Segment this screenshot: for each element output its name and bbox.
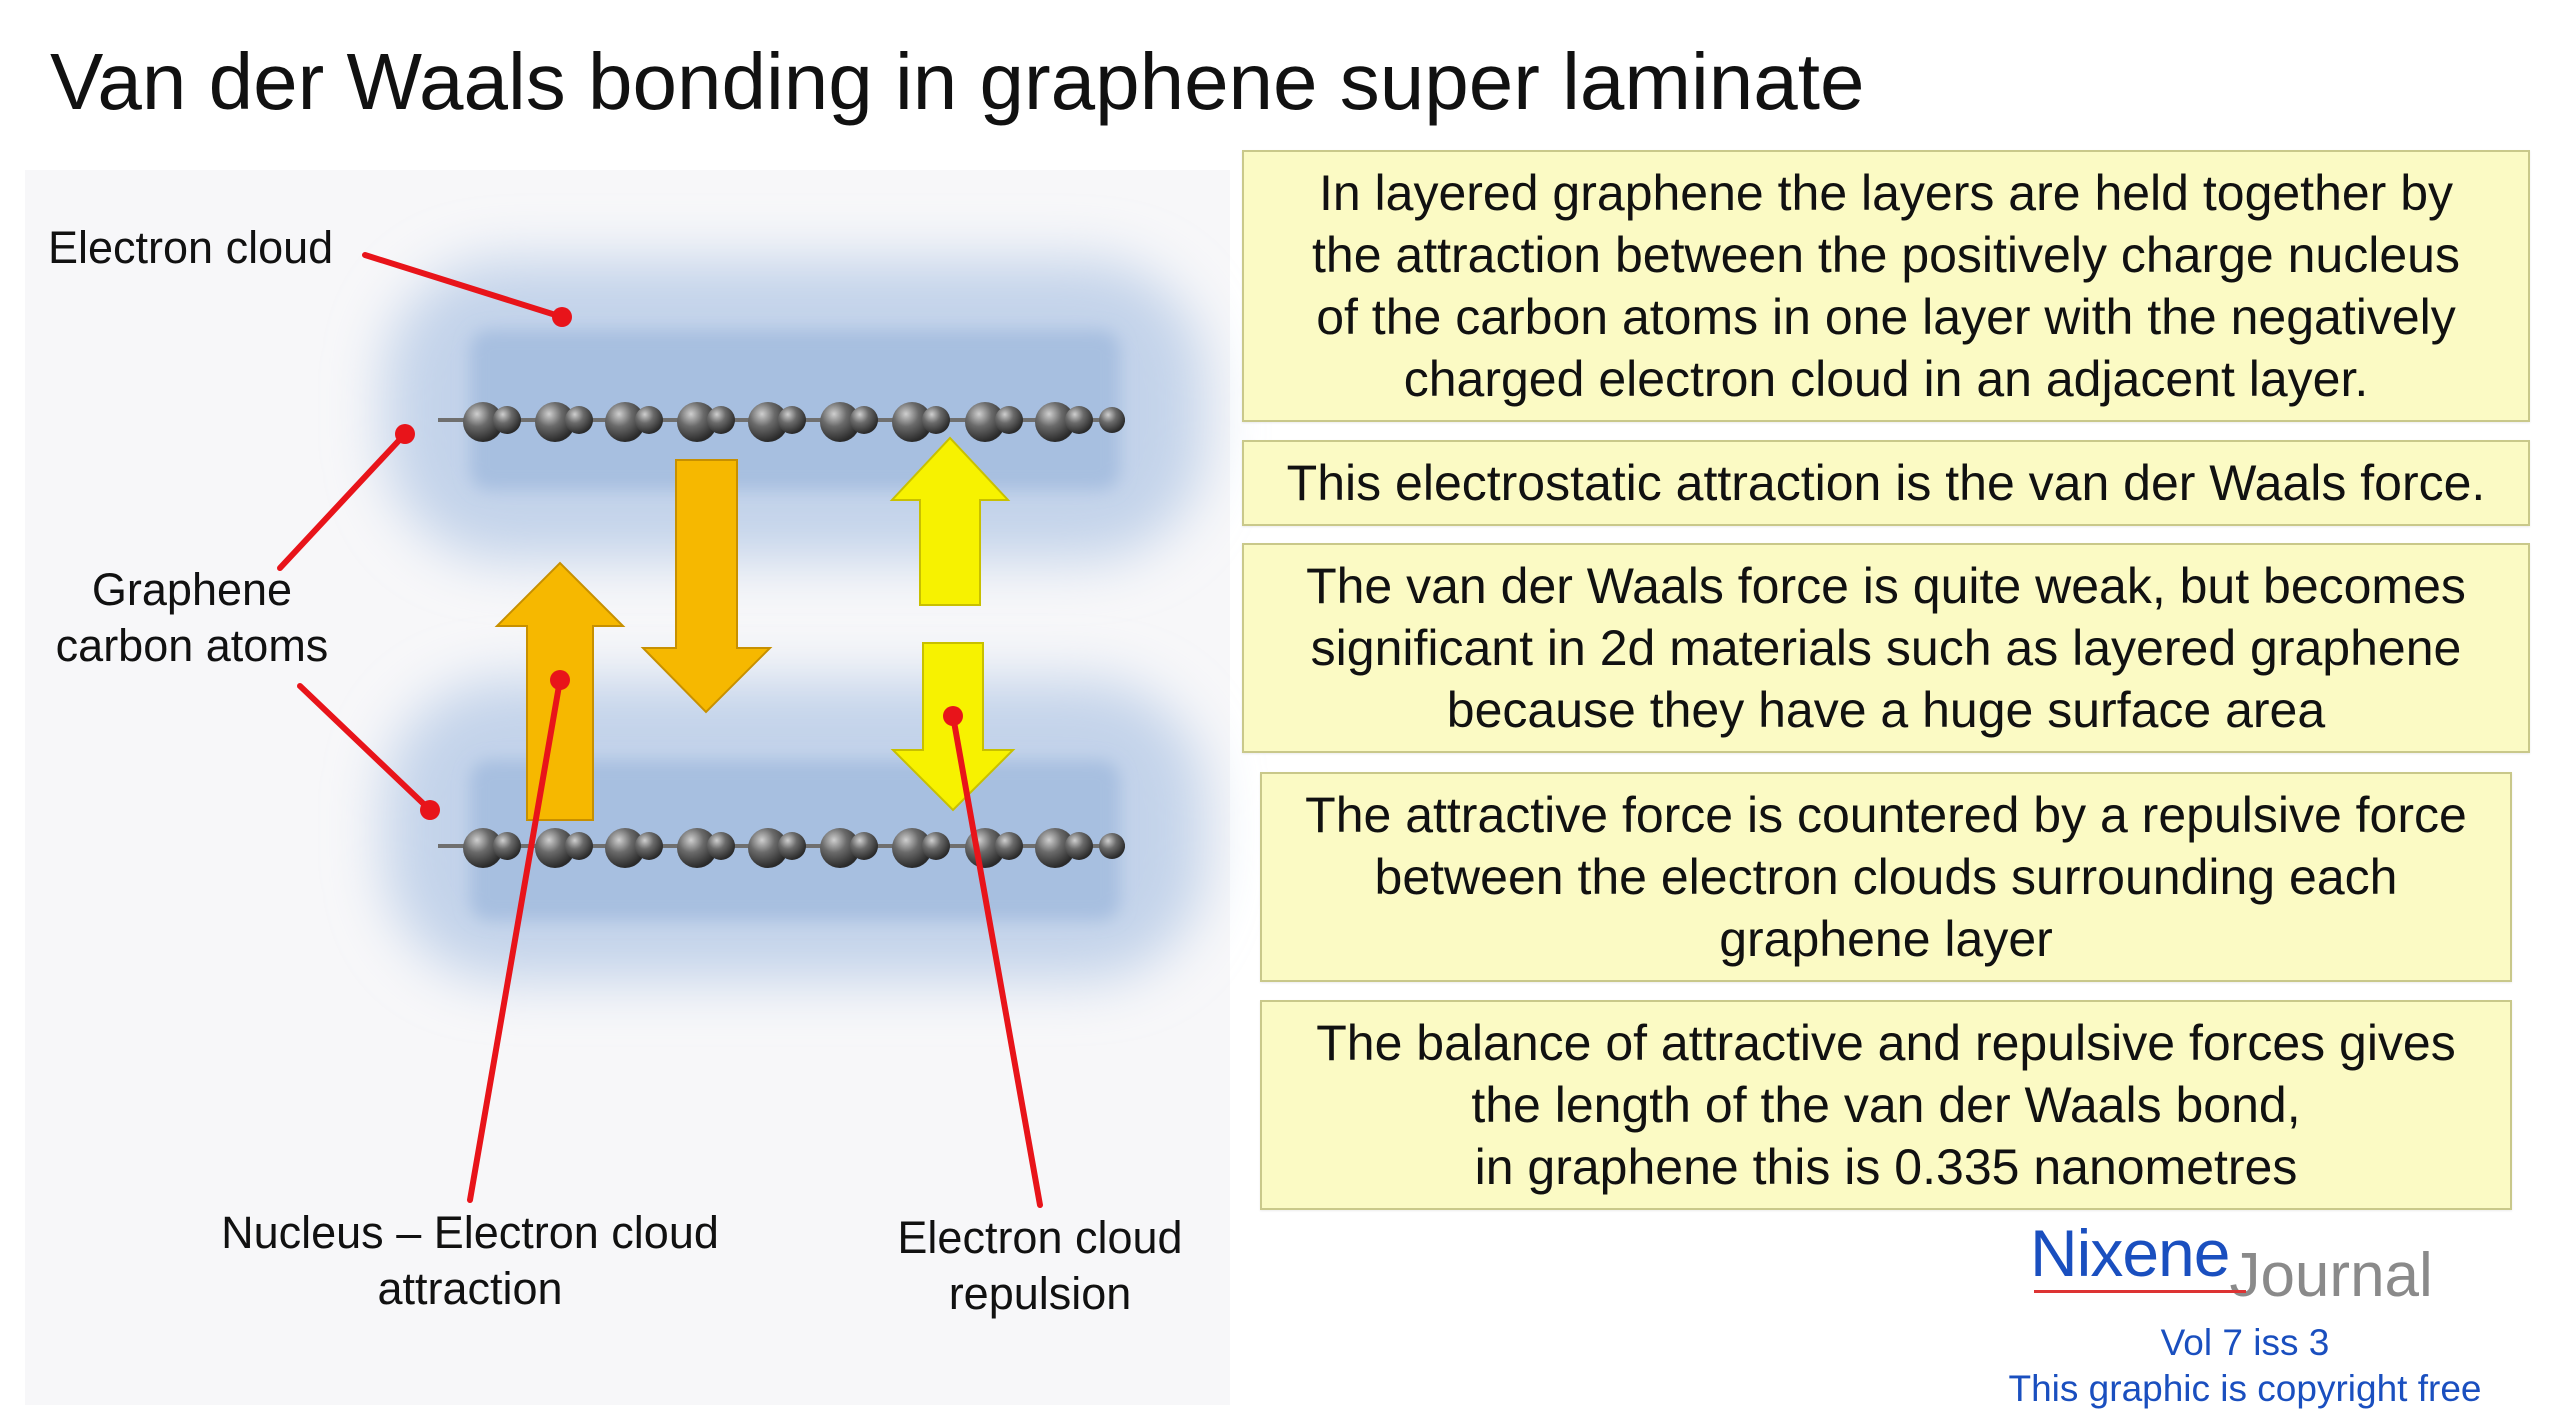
carbon-atom — [677, 828, 717, 868]
carbon-atom — [535, 402, 575, 442]
carbon-atom — [707, 832, 735, 860]
carbon-atom — [707, 406, 735, 434]
graphene-layer-top — [438, 402, 1125, 442]
info-box-5: The balance of attractive and repulsive … — [1260, 1000, 2512, 1210]
carbon-atom — [850, 832, 878, 860]
carbon-atom — [565, 832, 593, 860]
pointer-dot-graphene-top — [395, 424, 415, 444]
info-box-1-line: charged electron cloud in an adjacent la… — [1403, 351, 2369, 407]
info-box-2: This electrostatic attraction is the van… — [1242, 440, 2530, 526]
label-nucleus-line1: Nucleus – Electron cloud — [221, 1207, 719, 1258]
label-repulsion-line1: Electron cloud — [897, 1212, 1183, 1263]
carbon-atom — [463, 828, 503, 868]
pointer-dot-nucleus — [550, 670, 570, 690]
carbon-atom — [995, 832, 1023, 860]
carbon-atom — [535, 828, 575, 868]
brand-logo: NixeneJournal — [2030, 1215, 2433, 1310]
carbon-atom — [1035, 402, 1075, 442]
carbon-atom — [820, 402, 860, 442]
carbon-atom — [565, 406, 593, 434]
carbon-atom — [1065, 406, 1093, 434]
info-box-3-line: significant in 2d materials such as laye… — [1310, 620, 2462, 676]
copyright-note: This graphic is copyright free — [2008, 1368, 2482, 1409]
carbon-atom — [922, 832, 950, 860]
carbon-atom — [995, 406, 1023, 434]
label-electron-cloud: Electron cloud — [48, 222, 334, 273]
info-box-5-line: the length of the van der Waals bond, — [1471, 1077, 2301, 1133]
carbon-atom — [493, 406, 521, 434]
info-box-1-line: of the carbon atoms in one layer with th… — [1316, 289, 2456, 345]
label-nucleus-attraction: Nucleus – Electron cloud attraction — [200, 1205, 740, 1317]
label-graphene-line2: carbon atoms — [55, 620, 329, 671]
carbon-atom — [820, 828, 860, 868]
info-box-4-line: graphene layer — [1719, 911, 2053, 967]
info-box-3-line: because they have a huge surface area — [1446, 682, 2326, 738]
carbon-atom — [922, 406, 950, 434]
carbon-atom — [493, 832, 521, 860]
electron-cloud-bottom — [385, 680, 1205, 980]
info-box-1-line: the attraction between the positively ch… — [1312, 227, 2460, 283]
info-box-5-line: The balance of attractive and repulsive … — [1316, 1015, 2456, 1071]
carbon-atom — [965, 402, 1005, 442]
info-box-4-line: The attractive force is countered by a r… — [1305, 787, 2467, 843]
carbon-atom — [778, 406, 806, 434]
carbon-atom — [850, 406, 878, 434]
info-box-1: In layered graphene the layers are held … — [1242, 150, 2530, 422]
pointer-electron-cloud — [362, 252, 565, 320]
label-graphene-line1: Graphene — [91, 564, 293, 615]
carbon-atom — [463, 402, 503, 442]
brand-journal: Journal — [2229, 1241, 2433, 1310]
carbon-atom — [635, 406, 663, 434]
repulsion-arrow-up — [889, 436, 1011, 606]
carbon-atom — [748, 828, 788, 868]
info-box-4-line: between the electron clouds surrounding … — [1374, 849, 2398, 905]
pointer-dot-graphene-bottom — [420, 800, 440, 820]
pointer-graphene-bottom — [297, 683, 433, 813]
label-nucleus-line2: attraction — [377, 1263, 563, 1314]
pointer-nucleus-attraction — [467, 677, 563, 1203]
pointer-dot-cloud — [552, 307, 572, 327]
volume-info: Vol 7 iss 3 — [2160, 1322, 2330, 1363]
carbon-atom — [748, 402, 788, 442]
brand-underline — [2034, 1290, 2246, 1293]
carbon-atom — [892, 828, 932, 868]
info-box-4: The attractive force is countered by a r… — [1260, 772, 2512, 982]
carbon-atom — [677, 402, 717, 442]
label-repulsion-line2: repulsion — [948, 1268, 1132, 1319]
label-electron-repulsion: Electron cloud repulsion — [880, 1210, 1200, 1322]
page-title: Van der Waals bonding in graphene super … — [50, 37, 1865, 126]
attraction-arrow-down — [640, 459, 773, 714]
pointer-repulsion — [950, 713, 1043, 1208]
carbon-atom — [605, 828, 645, 868]
brand-name: Nixene — [2030, 1216, 2230, 1290]
pointer-dot-repulsion — [943, 706, 963, 726]
info-box-2-line: This electrostatic attraction is the van… — [1286, 455, 2486, 511]
carbon-atom — [1099, 407, 1125, 433]
carbon-atom — [1065, 832, 1093, 860]
carbon-atom — [1035, 828, 1075, 868]
pointer-graphene-top — [277, 431, 408, 571]
label-graphene-atoms: Graphene carbon atoms — [52, 562, 332, 674]
carbon-atom — [1099, 833, 1125, 859]
info-box-3-line: The van der Waals force is quite weak, b… — [1306, 558, 2466, 614]
info-box-3: The van der Waals force is quite weak, b… — [1242, 543, 2530, 753]
carbon-atom — [635, 832, 663, 860]
carbon-atom — [778, 832, 806, 860]
carbon-atom — [892, 402, 932, 442]
carbon-atom — [605, 402, 645, 442]
info-box-5-line: in graphene this is 0.335 nanometres — [1474, 1139, 2298, 1195]
info-box-1-line: In layered graphene the layers are held … — [1318, 165, 2454, 221]
